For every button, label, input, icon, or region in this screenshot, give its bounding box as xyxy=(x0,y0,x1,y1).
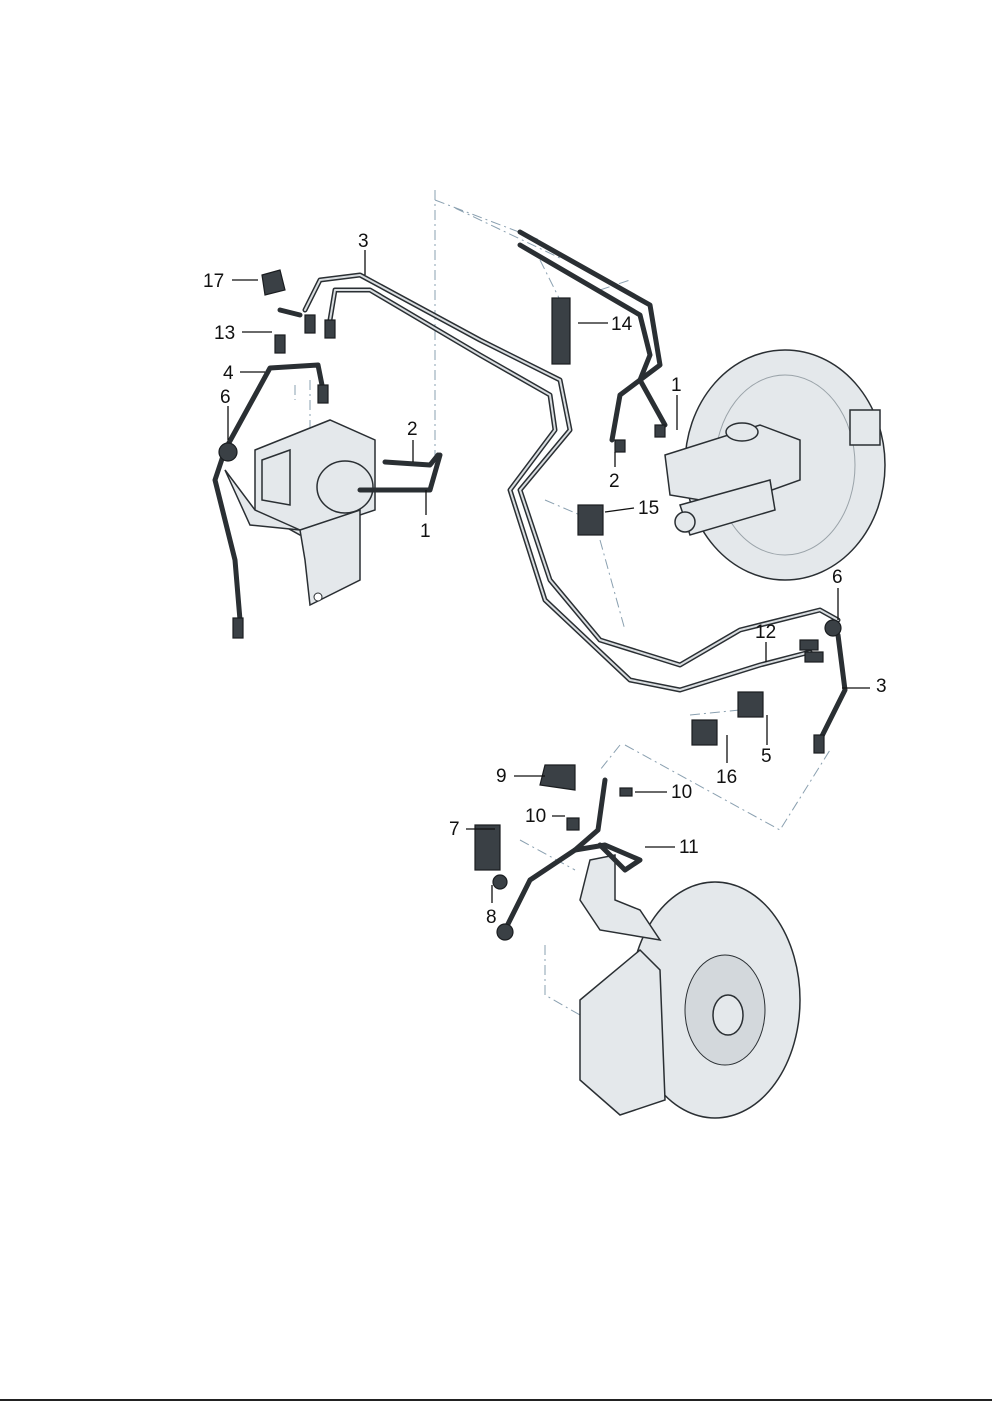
callout-16: 16 xyxy=(716,767,737,788)
callout-3: 3 xyxy=(358,231,369,252)
callout-1: 1 xyxy=(671,375,682,396)
callout-11: 11 xyxy=(679,837,699,858)
callout-labels: 17 13 3 4 6 2 1 14 1 2 15 6 12 3 5 16 9 … xyxy=(203,231,887,928)
bottom-rule xyxy=(0,1399,992,1401)
brake-pipes xyxy=(212,229,848,933)
small-parts xyxy=(218,269,842,941)
master-cylinder xyxy=(664,422,801,536)
callout-6: 6 xyxy=(220,387,231,408)
callout-5: 5 xyxy=(761,746,772,767)
callout-14: 14 xyxy=(611,314,633,335)
callout-2: 2 xyxy=(609,471,620,492)
callout-2: 2 xyxy=(407,419,418,440)
callout-4: 4 xyxy=(223,363,234,384)
callout-17: 17 xyxy=(203,271,224,292)
leader-lines xyxy=(227,250,870,903)
callout-8: 8 xyxy=(486,907,497,928)
callout-13: 13 xyxy=(214,323,235,344)
callout-1: 1 xyxy=(420,521,431,542)
callout-10: 10 xyxy=(525,806,546,827)
callout-10: 10 xyxy=(671,782,692,803)
callout-6: 6 xyxy=(832,567,843,588)
callout-9: 9 xyxy=(496,766,507,787)
callout-3: 3 xyxy=(876,676,887,697)
callout-7: 7 xyxy=(449,819,460,840)
callout-12: 12 xyxy=(755,622,776,643)
callout-15: 15 xyxy=(638,498,659,519)
abs-control-unit xyxy=(224,419,376,607)
brake-caliper xyxy=(579,854,666,1116)
